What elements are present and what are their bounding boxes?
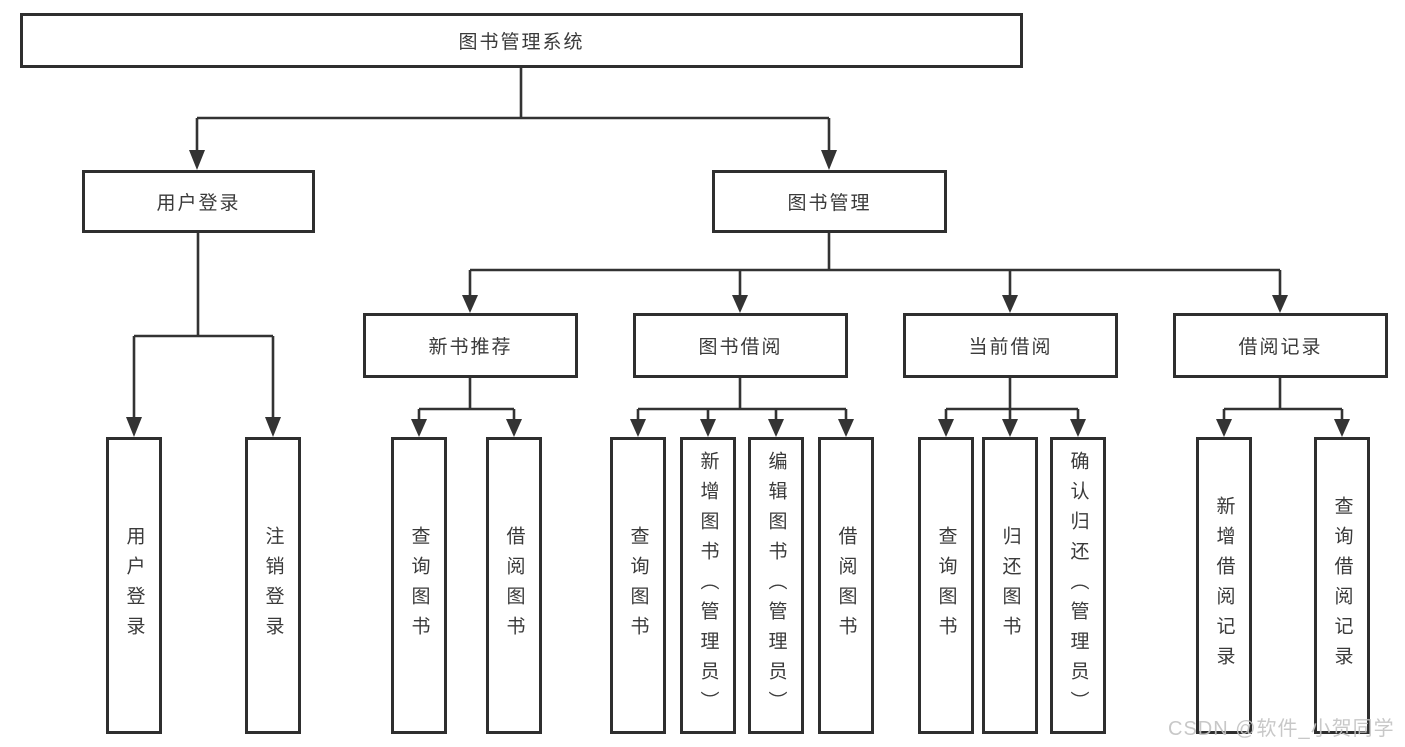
node-label: 借阅图书 (503, 525, 525, 646)
node-label: 图书管理系统 (458, 32, 585, 53)
leaf-return-books: 归还图书 (982, 437, 1038, 734)
node-new-book-recommend: 新书推荐 (363, 313, 578, 378)
node-label: 查询图书 (935, 525, 957, 646)
node-label: 借阅记录 (1238, 337, 1323, 358)
leaf-add-books-admin: 新增图书（管理员） (680, 437, 736, 734)
node-label: 归还图书 (999, 525, 1021, 646)
node-label: 查询借阅记录 (1331, 495, 1353, 676)
node-label: 用户登录 (156, 193, 241, 214)
node-root-system: 图书管理系统 (20, 13, 1023, 68)
node-label: 新书推荐 (428, 337, 513, 358)
node-label: 借阅图书 (835, 525, 857, 646)
leaf-add-borrow-record: 新增借阅记录 (1196, 437, 1252, 734)
node-book-borrow: 图书借阅 (633, 313, 848, 378)
node-label: 新增图书（管理员） (697, 450, 719, 721)
leaf-query-books-3: 查询图书 (918, 437, 974, 734)
node-label: 当前借阅 (968, 337, 1053, 358)
node-label: 新增借阅记录 (1213, 495, 1235, 676)
leaf-edit-books-admin: 编辑图书（管理员） (748, 437, 804, 734)
leaf-confirm-return-admin: 确认归还（管理员） (1050, 437, 1106, 734)
node-label: 查询图书 (408, 525, 430, 646)
node-label: 确认归还（管理员） (1067, 450, 1089, 721)
watermark: CSDN @软件_小贺同学 (1168, 718, 1395, 740)
node-label: 图书借阅 (698, 337, 783, 358)
leaf-logout: 注销登录 (245, 437, 301, 734)
node-book-management: 图书管理 (712, 170, 947, 233)
leaf-query-books-1: 查询图书 (391, 437, 447, 734)
node-label: 用户登录 (123, 525, 145, 646)
leaf-query-books-2: 查询图书 (610, 437, 666, 734)
node-label: 图书管理 (787, 193, 872, 214)
node-label: 编辑图书（管理员） (765, 450, 787, 721)
node-label: 注销登录 (262, 525, 284, 646)
leaf-query-borrow-record: 查询借阅记录 (1314, 437, 1370, 734)
leaf-borrow-books-1: 借阅图书 (486, 437, 542, 734)
node-user-login-branch: 用户登录 (82, 170, 315, 233)
node-borrow-records: 借阅记录 (1173, 313, 1388, 378)
leaf-user-login: 用户登录 (106, 437, 162, 734)
leaf-borrow-books-2: 借阅图书 (818, 437, 874, 734)
node-label: 查询图书 (627, 525, 649, 646)
node-current-borrow: 当前借阅 (903, 313, 1118, 378)
